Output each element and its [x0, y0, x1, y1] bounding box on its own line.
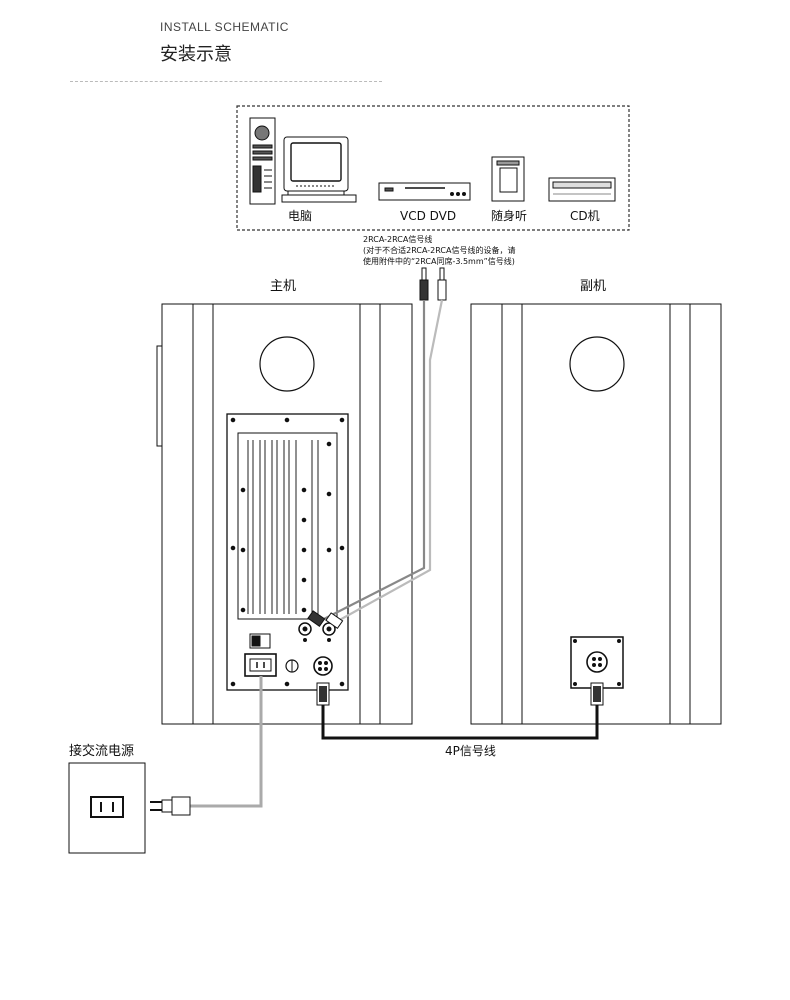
cable-note-line3: 使用附件中的“2RCA同席-3.5mm”信号线): [363, 256, 515, 266]
main-speaker-label: 主机: [270, 279, 296, 294]
header-title-cn: 安装示意: [160, 44, 232, 65]
source-label-walkman: 随身听: [491, 208, 527, 223]
header-divider: [70, 81, 382, 82]
wall-outlet[interactable]: [90, 796, 124, 818]
source-label-dvd: VCD DVD: [400, 209, 456, 223]
cable-note-line1: 2RCA-2RCA信号线: [363, 234, 432, 244]
dvd-player-icon: [378, 182, 471, 201]
header-title-en: INSTALL SCHEMATIC: [160, 20, 289, 34]
source-label-pc: 电脑: [288, 209, 312, 223]
source-devices-box: [236, 105, 630, 231]
rca-plug-pair-icon: [419, 267, 447, 301]
wall-socket: [68, 762, 146, 854]
power-source-label: 接交流电源: [69, 743, 134, 759]
link-cable-label: 4P信号线: [445, 744, 496, 758]
cable-note-line2: (对于不合适2RCA-2RCA信号线的设备，请: [363, 245, 515, 255]
main-port-hole: [259, 336, 315, 392]
4p-output-socket[interactable]: [313, 656, 333, 676]
rca-cable: [307, 299, 444, 629]
amplifier-panel: [226, 413, 349, 691]
monitor-icon: [281, 136, 357, 203]
4p-link-cable: [316, 682, 604, 740]
source-label-cd: CD机: [570, 209, 600, 223]
pc-tower-icon: [249, 117, 276, 205]
power-cable: [150, 676, 263, 816]
cd-player-icon: [548, 177, 616, 202]
sub-4p-input-socket[interactable]: [586, 651, 608, 673]
walkman-icon: [491, 156, 525, 202]
sub-port-hole: [569, 336, 625, 392]
sub-speaker: [470, 303, 722, 725]
sub-speaker-label: 副机: [580, 279, 606, 294]
